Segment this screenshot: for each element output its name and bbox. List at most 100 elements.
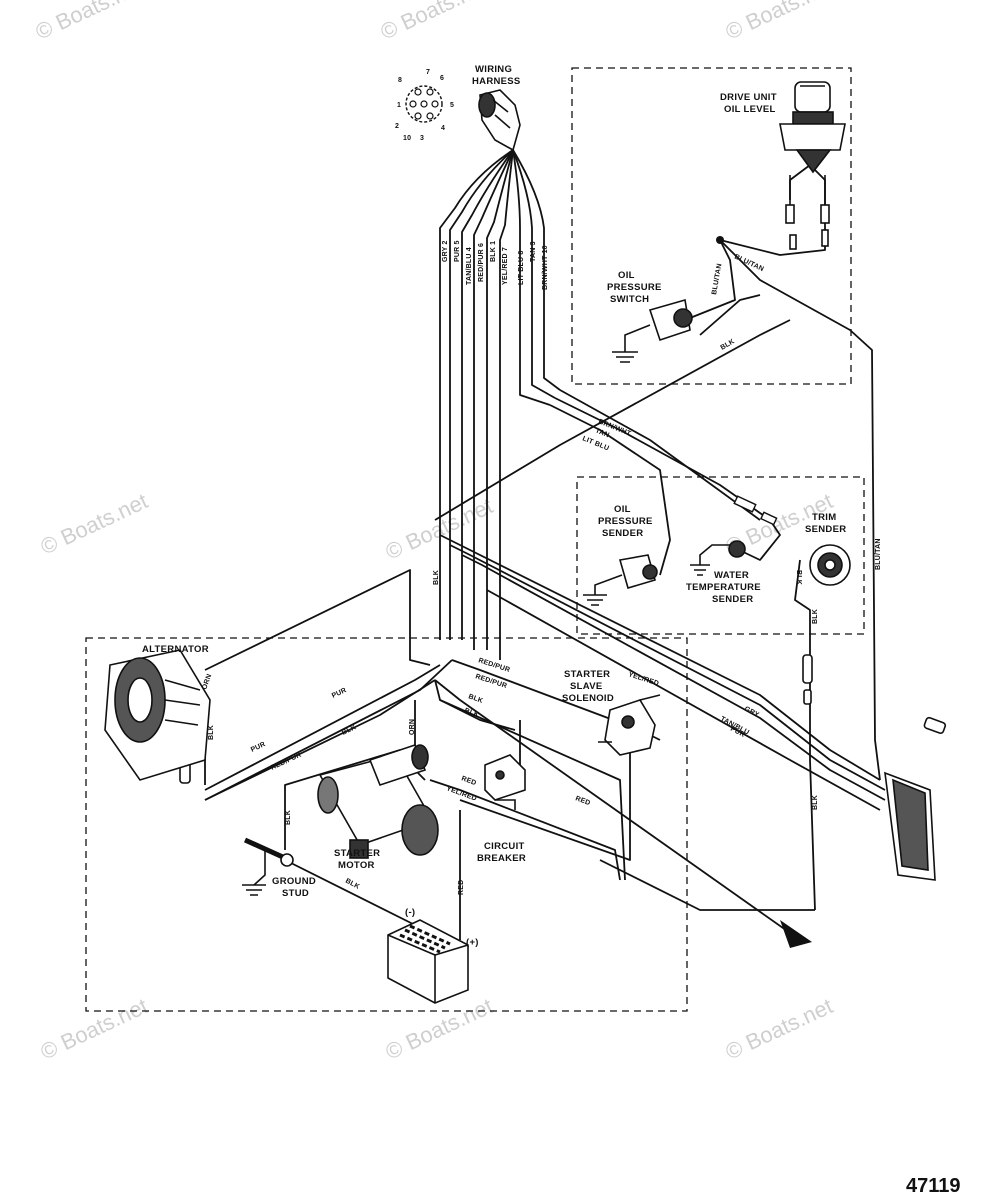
wire-trim-blk — [794, 559, 816, 911]
wires — [189, 149, 886, 941]
trim-sender-icon — [809, 544, 851, 586]
harness-wire-label: BLK 1 — [490, 241, 497, 262]
wiring-harness-label: WIRING HARNESS — [472, 64, 521, 87]
wire-pur-run — [449, 544, 886, 791]
sender-connectors — [733, 495, 778, 526]
wire-blk-lower — [434, 679, 801, 941]
wire-label-orn: ORN — [201, 673, 213, 691]
oil-pressure-switch-label: OIL PRESSURE SWITCH — [607, 270, 665, 305]
circuit-breaker-icon — [484, 754, 526, 810]
trim-sender-label: TRIM SENDER — [805, 512, 846, 535]
pin-label: 7 — [426, 69, 430, 76]
wire-label-red-pur: RED/PUR — [474, 673, 507, 690]
wire-label-gry: GRY — [743, 706, 760, 720]
wire-orn-alt — [204, 569, 431, 671]
wire-blk-ground-b — [284, 859, 416, 926]
alternator-icon — [104, 649, 211, 781]
wire-red-starter — [429, 779, 621, 881]
starter-motor-label: STARTER MOTOR — [334, 848, 383, 871]
harness-wire-label: RED/PUR 6 — [478, 243, 485, 282]
wire-label-blk: BLK — [344, 878, 361, 891]
connector-face: 7 8 6 1 5 2 4 10 3 — [395, 69, 454, 142]
harness-wire-label: TAN/BLU 4 — [466, 247, 473, 285]
pin-label: 3 — [420, 135, 424, 142]
wire-lit-blu-sender — [549, 404, 671, 576]
watermark: © Boats.net — [37, 993, 152, 1064]
off-page-arrow — [780, 920, 812, 948]
oil-pressure-switch-icon — [612, 298, 693, 363]
harness-wire-label: BRN/WHT 10 — [542, 245, 549, 290]
watermark: © Boats.net — [37, 488, 152, 559]
wire-brn-wht — [512, 149, 561, 391]
starter-slave-solenoid-icon — [598, 694, 661, 756]
wire-label-yel-red: YEL/RED — [627, 671, 659, 687]
ground-stud-label: GROUND STUD — [272, 876, 319, 899]
wire-gry — [439, 149, 514, 640]
wire-pur — [449, 149, 514, 640]
wire-blu-tan-drive — [719, 200, 826, 256]
oil-pressure-sender-icon — [583, 554, 658, 606]
pin-label: 6 — [440, 75, 444, 82]
wire-label-blu-tan: BLU/TAN — [875, 538, 882, 570]
wire-blk — [486, 149, 514, 650]
wire-label-red: RED — [458, 880, 465, 895]
wire-blk-alt-run — [204, 679, 436, 801]
drive-unit-enclosure — [571, 67, 852, 385]
wire-blk-run — [486, 589, 881, 811]
wire-label-red: RED — [574, 795, 591, 807]
wire-label-pur: PUR — [250, 741, 267, 754]
pin-label: 5 — [450, 102, 454, 109]
wire-label-blk: BLK — [285, 810, 292, 825]
circuit-breaker-label: CIRCUIT BREAKER — [477, 841, 528, 864]
junction-dot — [716, 236, 724, 244]
sender-enclosure — [576, 476, 865, 635]
harness-wire-label: TAN 3 — [530, 241, 537, 262]
wire-blk-switch — [699, 294, 761, 336]
battery-negative-label: (-) — [405, 907, 415, 918]
wire-label-red: RED — [460, 775, 477, 787]
wire-gry-run — [439, 534, 881, 781]
harness-wire-label: YEL/RED 7 — [502, 247, 509, 285]
harness-wire-label: PUR 5 — [454, 240, 461, 262]
watermark: © Boats.net — [722, 993, 837, 1064]
wire-red-pur-solenoid — [434, 679, 626, 881]
watermark: © Boats.net — [722, 0, 837, 45]
battery-positive-label: (+) — [466, 937, 479, 948]
starter-slave-solenoid-label: STARTER SLAVE SOLENOID — [562, 669, 614, 704]
wire-lit-blu — [512, 149, 551, 406]
pin-label: 1 — [397, 102, 401, 109]
watermarks: © Boats.net © Boats.net © Boats.net © Bo… — [32, 0, 837, 1065]
water-temperature-sender-label: WATER TEMPERATURE SENDER — [686, 570, 764, 605]
watermark: © Boats.net — [377, 0, 492, 45]
wire-label-tan: TAN — [594, 427, 610, 439]
wire-tan-blu-run — [461, 554, 886, 801]
wire-tan-blu — [461, 149, 514, 640]
wire-yel-red-starter — [459, 740, 631, 861]
alternator-label: ALTERNATOR — [142, 644, 209, 655]
wire-blk-ground-a — [284, 749, 401, 850]
pin-label: 4 — [441, 125, 445, 132]
pin-label: 10 — [403, 135, 411, 142]
wire-label-blk: BLK — [463, 707, 479, 719]
harness-wire-label: LIT BLU 8 — [518, 251, 525, 285]
wire-blu-tan-switch — [684, 239, 736, 321]
engine-enclosure — [85, 637, 688, 1012]
drive-unit-oil-level-icon — [779, 81, 846, 250]
wire-label-blk: BLK — [467, 693, 483, 705]
drive-unit-oil-level-label: DRIVE UNIT OIL LEVEL — [720, 92, 780, 115]
wire-label-blk: BLK — [433, 570, 440, 585]
water-temperature-sender-icon — [690, 540, 746, 576]
wire-label-blk: BLK — [795, 570, 802, 585]
wire-blu-tan — [719, 239, 881, 781]
wire-label-blk: BLK — [341, 724, 358, 737]
wire-label-blu-tan: BLU/TAN — [711, 263, 723, 295]
pin-label: 8 — [398, 77, 402, 84]
wire-red-pur — [473, 149, 514, 650]
watermark: © Boats.net — [382, 993, 497, 1064]
watermark: © Boats.net — [32, 0, 147, 45]
starter-motor-icon — [317, 744, 439, 859]
wire-label-blk: BLK — [812, 609, 819, 624]
wire-labels: BLU/TAN BLU/TAN BLU/TAN BLK BLK BLK BLK … — [201, 253, 882, 895]
ground-stud-icon — [242, 837, 294, 896]
wire-label-blk: BLK — [208, 725, 215, 740]
